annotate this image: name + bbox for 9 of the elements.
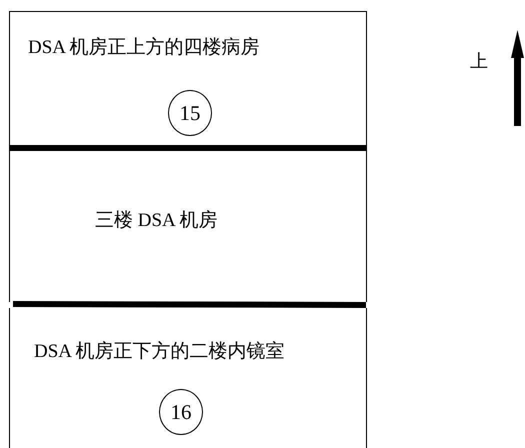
floor-room — [9, 11, 367, 152]
room-label: 三楼 DSA 机房 — [95, 211, 218, 230]
room-label: DSA 机房正下方的二楼内镜室 — [34, 342, 285, 361]
floor-room — [9, 308, 367, 448]
room-label: DSA 机房正上方的四楼病房 — [28, 38, 260, 57]
floor-room — [9, 152, 367, 302]
direction-label: 上 — [470, 52, 488, 70]
callout-number: 16 — [159, 389, 203, 435]
callout-number: 15 — [168, 90, 212, 136]
